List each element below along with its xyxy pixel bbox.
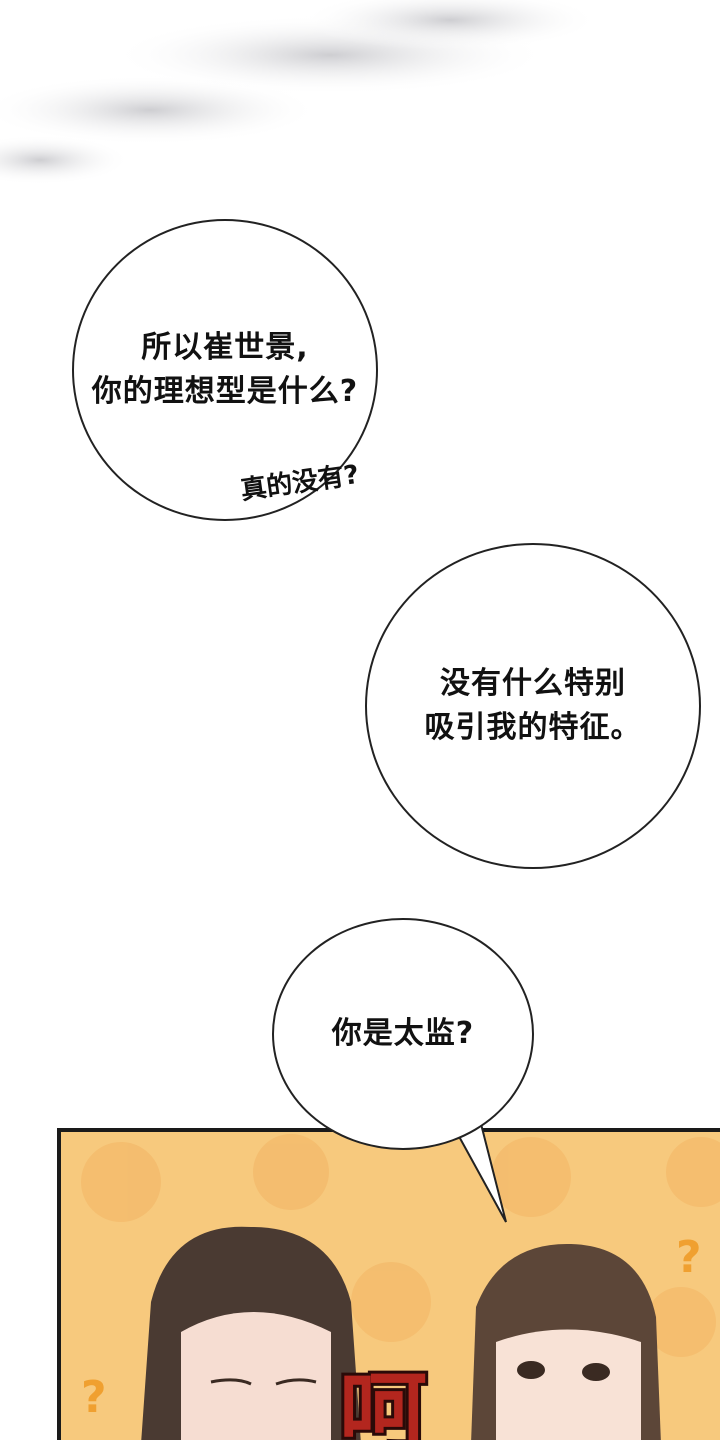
- question-mark: ?: [81, 1372, 107, 1423]
- speech-bubble-eunuch: 你是太监?: [272, 918, 534, 1150]
- comic-panel: ? ? 呵: [57, 1128, 720, 1440]
- bubble-text: 没有什么特别 吸引我的特征。: [424, 666, 642, 745]
- panel-art: ? ?: [81, 1134, 720, 1440]
- smoke-cloud-decoration: [0, 0, 600, 185]
- sfx-text: 呵: [336, 1358, 430, 1440]
- question-mark: ?: [676, 1232, 702, 1283]
- speech-bubble-no-features: 没有什么特别 吸引我的特征。: [365, 543, 701, 869]
- speech-bubble-ideal-type: 所以崔世景, 你的理想型是什么?: [72, 219, 378, 521]
- bubble-text: 你是太监?: [331, 1016, 475, 1051]
- bubble-text: 所以崔世景, 你的理想型是什么?: [91, 330, 359, 409]
